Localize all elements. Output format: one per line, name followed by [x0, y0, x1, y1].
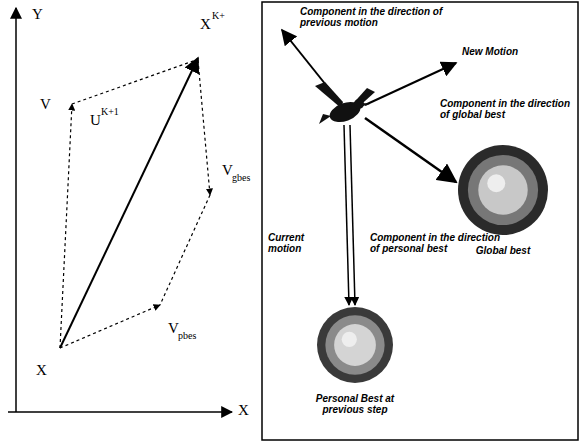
- axis-label: X: [238, 402, 249, 419]
- superscript: K+1: [101, 106, 119, 117]
- dashed-guide: [160, 195, 210, 305]
- annotation: New Motion: [462, 46, 562, 57]
- personal-best-arrow: [350, 125, 355, 305]
- bird-silhouette: [315, 82, 375, 126]
- annotation: Component in the direction of global bes…: [440, 98, 572, 120]
- target-outline: [448, 140, 558, 260]
- velocity-vector: [60, 104, 72, 348]
- target-caption: Personal Best at previous step: [300, 393, 410, 415]
- y-axis: [15, 8, 17, 412]
- subscript: pbes: [178, 330, 196, 341]
- dashed-guide: [72, 60, 196, 104]
- target-circle: Personal Best at previous step: [300, 300, 410, 419]
- panel-frame: [262, 2, 578, 440]
- vector-label: V: [222, 162, 233, 179]
- point-label: X: [36, 362, 47, 379]
- annotation: Current motion: [268, 232, 330, 254]
- subscript: gbes: [232, 172, 250, 183]
- vector-label: U: [90, 112, 101, 129]
- vector-label: V: [168, 320, 179, 337]
- annotation: Component in the direction of previous m…: [300, 6, 450, 28]
- gbest-vector: [198, 60, 210, 195]
- vector-label: V: [40, 96, 51, 113]
- current-motion-arrow: [344, 125, 349, 305]
- pbest-vector: [60, 305, 160, 348]
- target-caption: Global best: [448, 245, 558, 256]
- update-vector: [60, 58, 198, 348]
- axis-label: Y: [32, 6, 43, 23]
- global-best-arrow: [365, 118, 456, 182]
- point-label: X: [200, 16, 211, 33]
- superscript: K+: [212, 10, 225, 21]
- x-axis: [8, 411, 232, 413]
- target-circle: Global best: [448, 140, 558, 260]
